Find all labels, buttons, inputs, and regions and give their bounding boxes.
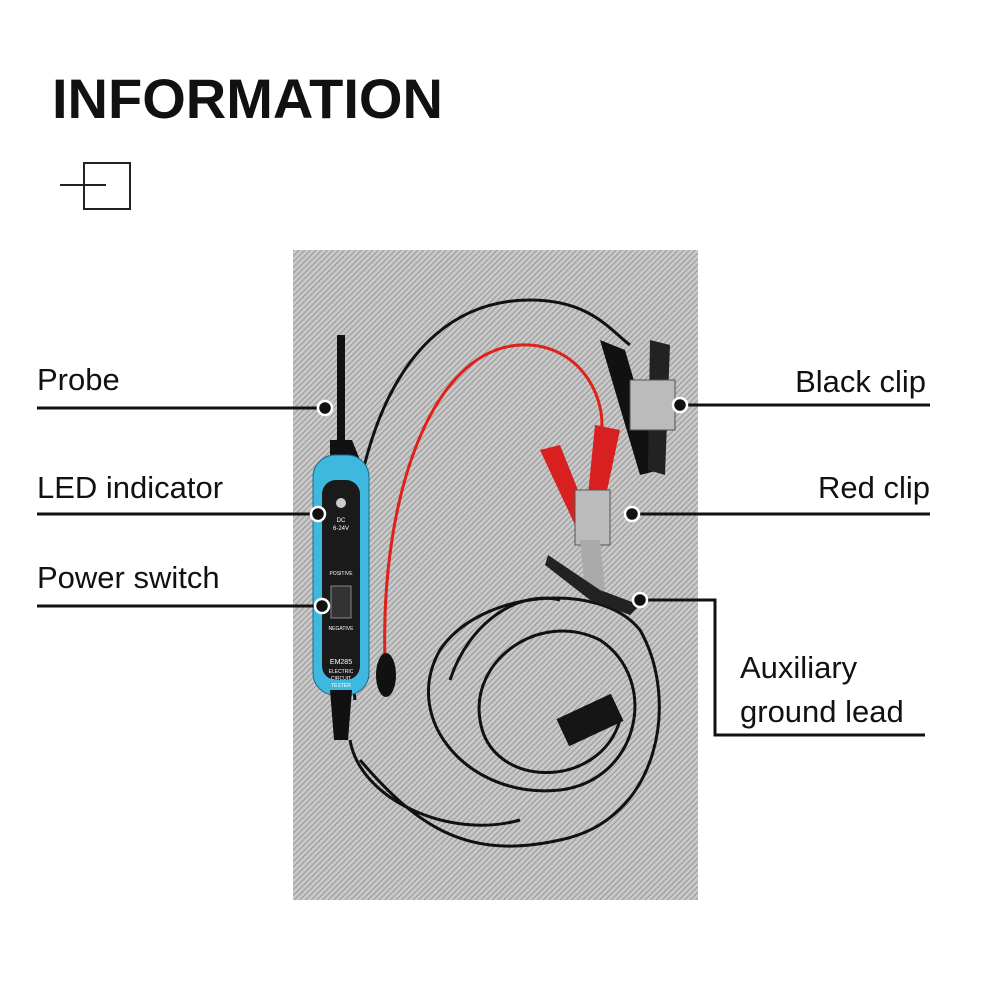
leader-lines bbox=[37, 403, 930, 737]
label-ground-lead: ground lead bbox=[740, 694, 904, 729]
label-auxiliary: Auxiliary bbox=[740, 650, 858, 685]
circuit-tester: DC 6-24V POSITIVE NEGATIVE EM285 ELECTRI… bbox=[312, 335, 396, 740]
black-clip bbox=[600, 340, 676, 475]
device-negative: NEGATIVE bbox=[329, 626, 355, 632]
red-clip bbox=[540, 425, 620, 590]
label-power-switch: Power switch bbox=[37, 560, 220, 595]
device-dc: DC bbox=[337, 518, 346, 524]
device-voltage: 6-24V bbox=[333, 526, 349, 532]
label-black-clip: Black clip bbox=[795, 364, 926, 399]
pointer-dots bbox=[309, 396, 689, 615]
device-name: ELECTRIC bbox=[329, 669, 354, 675]
device-name: TESTER bbox=[331, 683, 351, 689]
label-probe: Probe bbox=[37, 362, 120, 397]
device-positive: POSITIVE bbox=[329, 571, 353, 577]
aux-clip bbox=[545, 555, 640, 615]
page-title: INFORMATION bbox=[52, 67, 443, 130]
label-led-indicator: LED indicator bbox=[37, 470, 224, 505]
section-icon bbox=[60, 162, 131, 210]
device-name: CIRCUIT bbox=[331, 676, 351, 682]
device-model: EM285 bbox=[330, 659, 352, 666]
velcro-strap bbox=[556, 693, 624, 747]
label-red-clip: Red clip bbox=[818, 470, 930, 505]
red-wire bbox=[383, 343, 604, 661]
